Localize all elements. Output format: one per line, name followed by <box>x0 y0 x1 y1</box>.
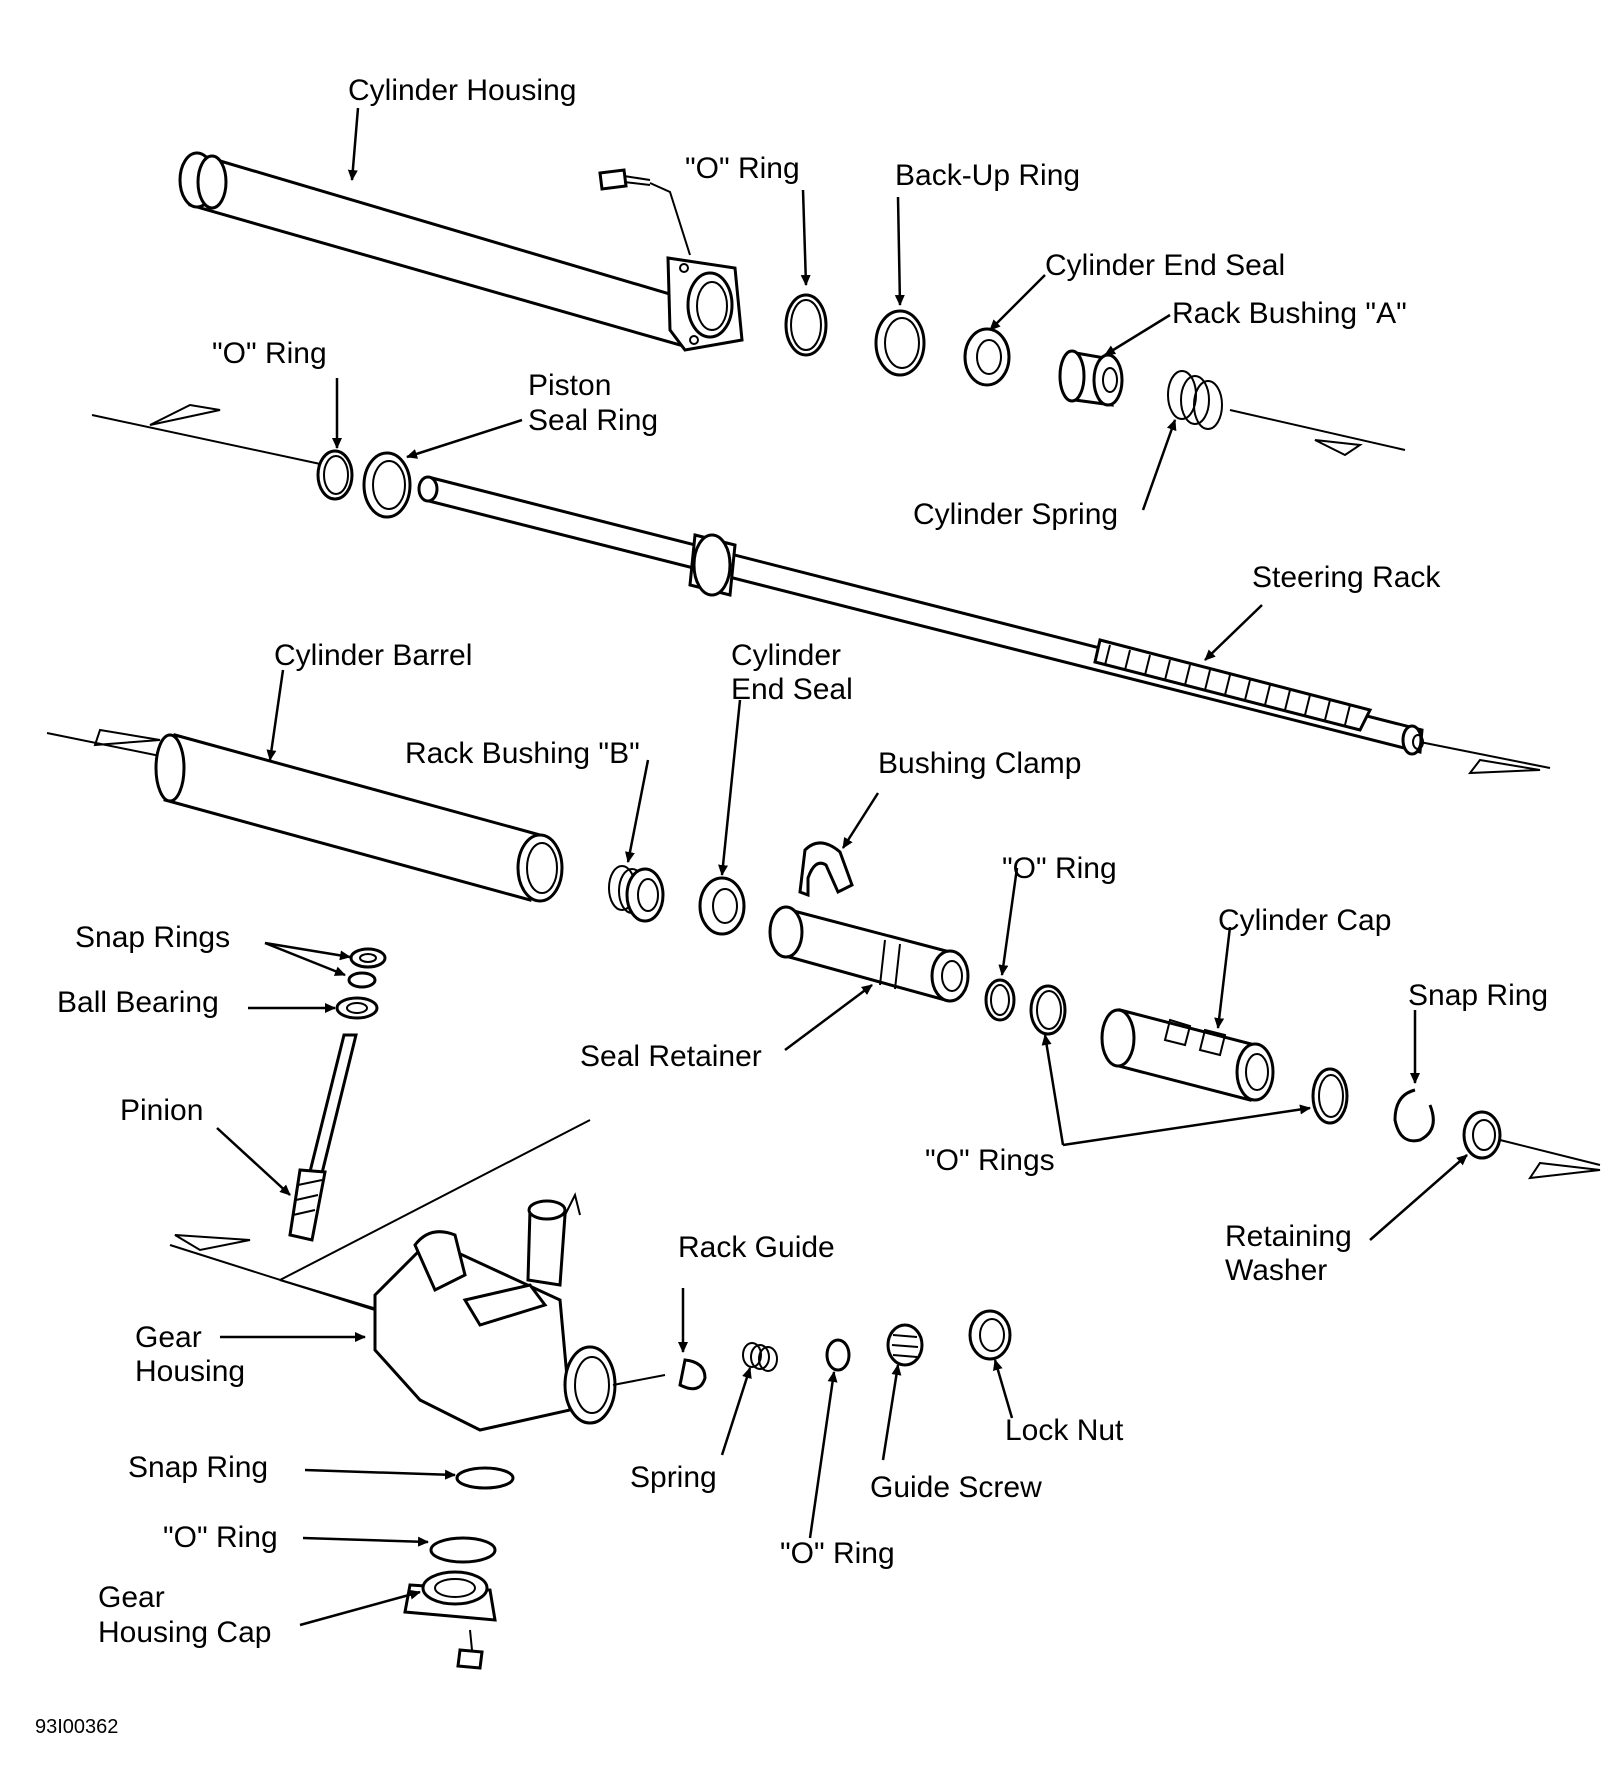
label-cylinder-barrel: Cylinder Barrel <box>274 639 472 672</box>
seal-retainer-part <box>768 905 970 1003</box>
axis-line-upper-right <box>1229 409 1406 451</box>
label-o-ring-bottom-left: "O" Ring <box>163 1521 278 1554</box>
label-seal-retainer: Seal Retainer <box>580 1040 762 1073</box>
label-pinion: Pinion <box>120 1094 203 1127</box>
bushing-clamp-part <box>798 841 854 898</box>
label-cylinder-housing: Cylinder Housing <box>348 74 576 107</box>
figure-code: 93I00362 <box>35 1716 118 1738</box>
label-rack-guide: Rack Guide <box>678 1231 835 1264</box>
label-gear-housing-cap-1: Gear <box>98 1581 165 1614</box>
label-gear-housing-2: Housing <box>135 1355 245 1388</box>
valve-part <box>526 1192 581 1287</box>
guide-screw-part <box>886 1323 924 1367</box>
label-bushing-clamp: Bushing Clamp <box>878 747 1081 780</box>
cylinder-housing-part <box>178 151 744 352</box>
label-cylinder-end-seal-mid-2: End Seal <box>731 673 853 706</box>
label-spring: Spring <box>630 1461 717 1494</box>
label-cylinder-end-seal-mid-1: Cylinder <box>731 639 841 672</box>
label-steering-rack: Steering Rack <box>1252 561 1441 594</box>
label-o-ring-mid: "O" Ring <box>1002 852 1117 885</box>
rack-bushing-b-part <box>608 865 665 923</box>
cylinder-spring-part <box>1167 370 1223 430</box>
label-cylinder-cap: Cylinder Cap <box>1218 904 1391 937</box>
o-ring-bottom-left-part <box>429 1536 497 1564</box>
label-cylinder-spring: Cylinder Spring <box>913 498 1118 531</box>
piston-seal-ring-part <box>362 451 412 519</box>
label-lock-nut: Lock Nut <box>1005 1414 1124 1447</box>
cylinder-cap-part <box>1100 1008 1275 1102</box>
gear-housing-part <box>169 1119 666 1432</box>
label-rack-bushing-b: Rack Bushing "B" <box>405 737 640 770</box>
label-o-ring-left: "O" Ring <box>212 337 327 370</box>
label-ball-bearing: Ball Bearing <box>57 986 219 1019</box>
rack-bushing-a-part <box>1058 349 1124 407</box>
bolt-part <box>598 168 691 256</box>
label-snap-ring-right: Snap Ring <box>1408 979 1548 1012</box>
label-o-rings: "O" Rings <box>925 1144 1055 1177</box>
label-back-up-ring: Back-Up Ring <box>895 159 1080 192</box>
ball-bearing-part <box>335 996 379 1020</box>
rack-guide-part <box>678 1358 707 1391</box>
pinion-part <box>288 1033 358 1242</box>
label-piston-seal-ring-1: Piston <box>528 369 611 402</box>
axis-line-upper-left <box>91 414 326 466</box>
label-piston-seal-ring-2: Seal Ring <box>528 404 658 437</box>
label-o-ring-top: "O" Ring <box>685 152 800 185</box>
label-guide-screw: Guide Screw <box>870 1471 1042 1504</box>
label-snap-ring-bottom: Snap Ring <box>128 1451 268 1484</box>
leader-lines <box>216 107 1468 1627</box>
snap-ring-bottom-part <box>455 1466 515 1490</box>
cylinder-end-seal-top-part <box>963 327 1011 387</box>
o-ring-top-part <box>784 293 828 357</box>
cylinder-end-seal-mid-part <box>698 876 746 936</box>
label-cylinder-end-seal-top: Cylinder End Seal <box>1045 249 1285 282</box>
label-o-ring-bottom: "O" Ring <box>780 1537 895 1570</box>
label-gear-housing-1: Gear <box>135 1321 202 1354</box>
label-rack-bushing-a: Rack Bushing "A" <box>1172 297 1407 330</box>
label-snap-rings: Snap Rings <box>75 921 230 954</box>
bolt-bottom-part <box>456 1629 484 1670</box>
gear-housing-cap-part <box>403 1570 497 1622</box>
steering-rack-part <box>417 475 1551 775</box>
label-gear-housing-cap-2: Housing Cap <box>98 1616 271 1649</box>
label-retaining-washer-2: Washer <box>1225 1254 1327 1287</box>
o-ring-bottom-part <box>825 1338 851 1372</box>
cylinder-barrel-part <box>46 728 564 903</box>
snap-ring-right-part <box>1393 1088 1435 1143</box>
snap-rings-part <box>349 947 387 969</box>
spring-part <box>742 1342 778 1372</box>
label-retaining-washer-1: Retaining <box>1225 1220 1352 1253</box>
back-up-ring-part <box>874 309 926 377</box>
